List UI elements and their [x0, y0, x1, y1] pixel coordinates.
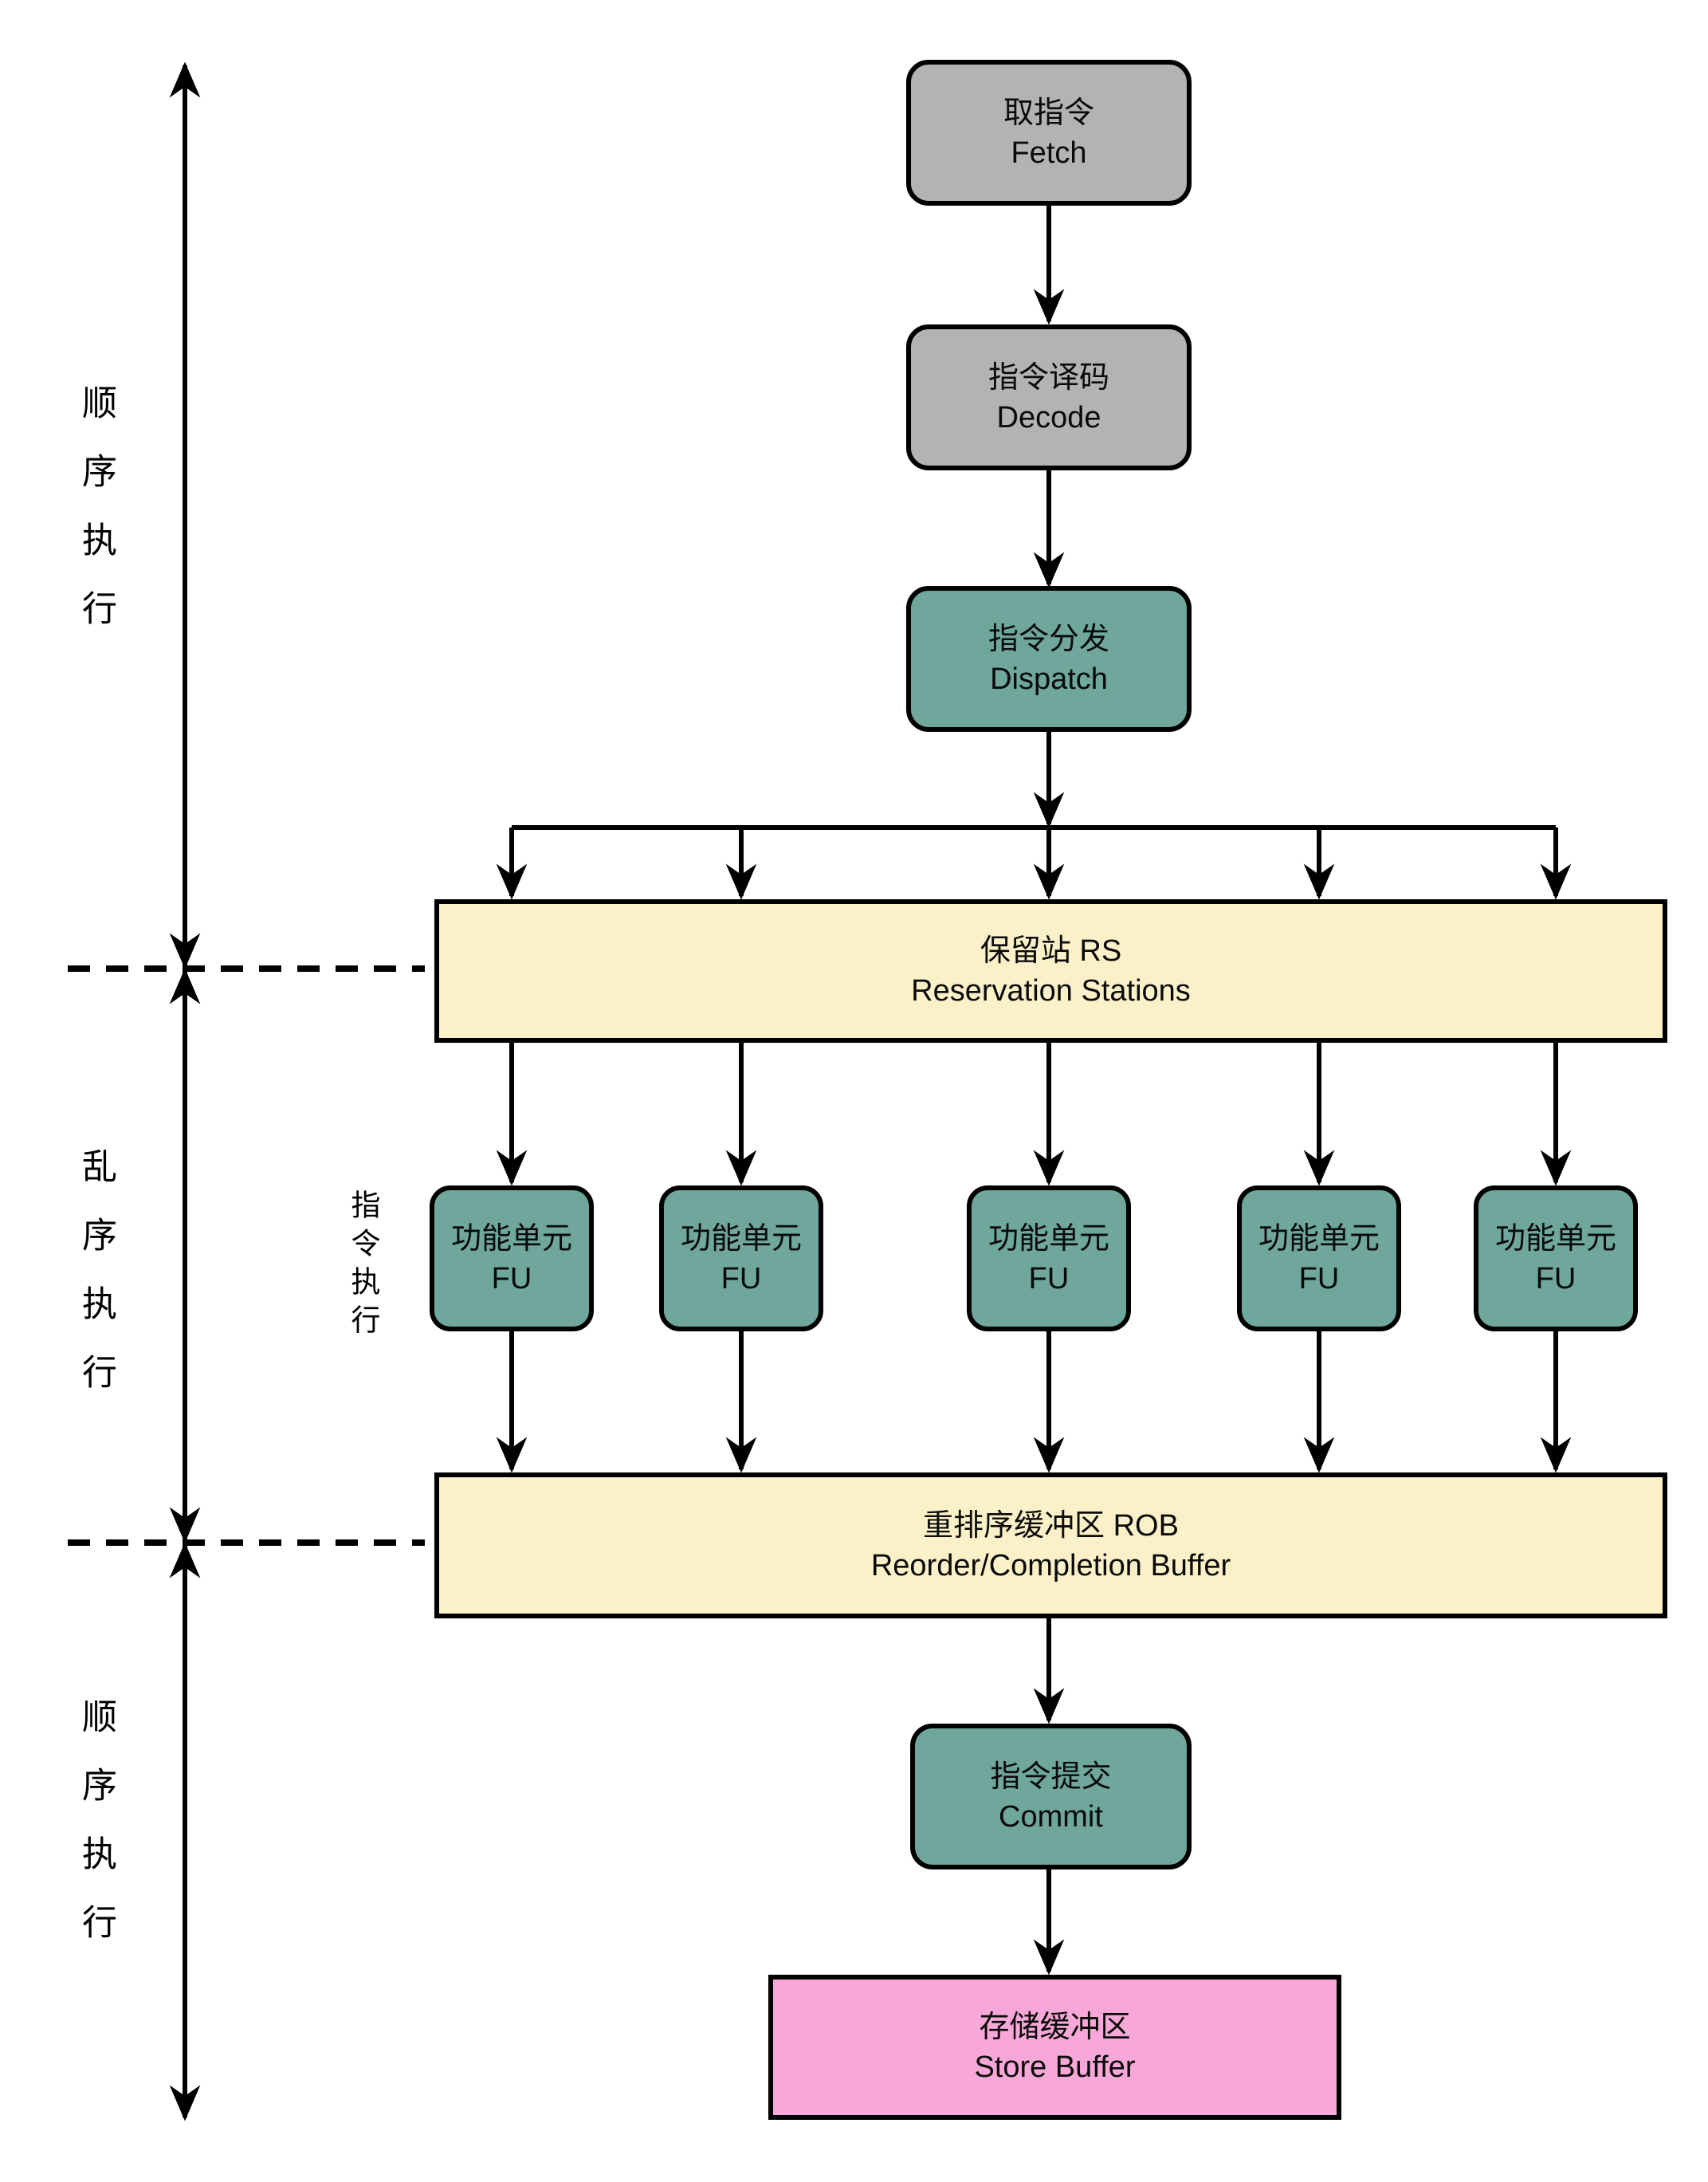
fetch-label-zh: 取指令 [1003, 96, 1094, 130]
commit-label-en: Commit [999, 1799, 1103, 1834]
rs-label-zh: 保留站 RS [980, 934, 1122, 968]
decode-node: 指令译码 Decode [906, 324, 1192, 470]
rs-label-en: Reservation Stations [911, 974, 1191, 1008]
dispatch-label-en: Dispatch [990, 662, 1108, 696]
dispatch-node: 指令分发 Dispatch [906, 586, 1192, 732]
store-buffer-node: 存储缓冲区 Store Buffer [768, 1975, 1341, 2120]
fu-label-zh: 功能单元 [1494, 1221, 1616, 1256]
fu-label-zh: 功能单元 [1258, 1221, 1380, 1256]
store-label-zh: 存储缓冲区 [979, 2011, 1131, 2044]
fu-node-4: 功能单元 FU [1237, 1185, 1401, 1331]
fu-node-5: 功能单元 FU [1474, 1185, 1638, 1331]
fetch-node: 取指令 Fetch [906, 60, 1192, 206]
commit-label-zh: 指令提交 [990, 1759, 1112, 1794]
fu-label-en: FU [1535, 1261, 1576, 1295]
fu-label-en: FU [721, 1261, 762, 1295]
phase-label-in-order-bottom: 顺序执行 [77, 1698, 116, 1972]
fu-row-label-instruction-execute: 指令执行 [347, 1189, 379, 1343]
fu-label-en: FU [1028, 1261, 1070, 1295]
reservation-stations-node: 保留站 RS Reservation Stations [434, 899, 1667, 1043]
decode-label-en: Decode [996, 400, 1101, 434]
dispatch-label-zh: 指令分发 [987, 622, 1109, 656]
reorder-buffer-node: 重排序缓冲区 ROB Reorder/Completion Buffer [434, 1472, 1667, 1618]
fu-label-zh: 功能单元 [987, 1221, 1109, 1256]
fu-node-2: 功能单元 FU [659, 1185, 823, 1331]
fu-label-zh: 功能单元 [680, 1221, 802, 1256]
fetch-label-en: Fetch [1011, 136, 1087, 170]
phase-label-in-order-top: 顺序执行 [77, 384, 116, 659]
commit-node: 指令提交 Commit [910, 1724, 1192, 1869]
fu-label-en: FU [491, 1261, 532, 1295]
fu-label-en: FU [1298, 1261, 1340, 1295]
decode-label-zh: 指令译码 [987, 360, 1109, 395]
rob-label-zh: 重排序缓冲区 ROB [923, 1508, 1179, 1543]
fu-node-1: 功能单元 FU [430, 1185, 594, 1331]
rob-label-en: Reorder/Completion Buffer [870, 1548, 1231, 1582]
store-label-en: Store Buffer [974, 2050, 1136, 2084]
phase-label-out-of-order: 乱序执行 [77, 1148, 116, 1422]
fu-label-zh: 功能单元 [450, 1221, 572, 1256]
fu-node-3: 功能单元 FU [967, 1185, 1131, 1331]
